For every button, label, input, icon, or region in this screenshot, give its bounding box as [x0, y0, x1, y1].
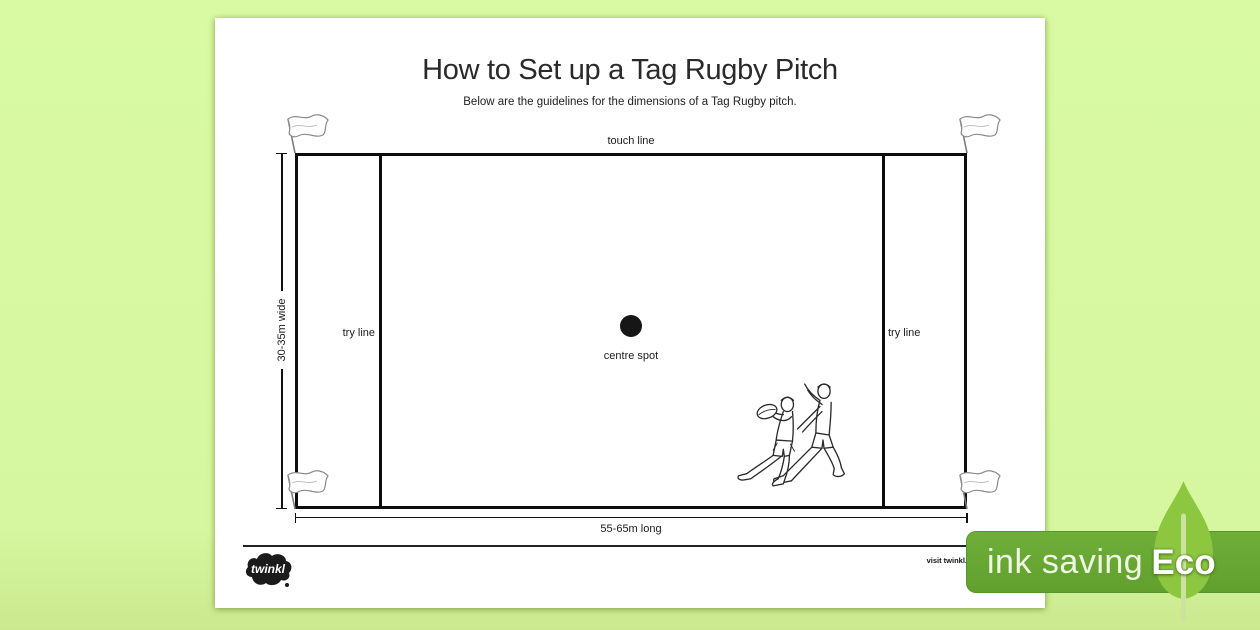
document-page: How to Set up a Tag Rugby Pitch Below ar… [215, 18, 1045, 608]
footer-divider [243, 545, 1015, 547]
width-dimension-line-top [281, 153, 283, 291]
visit-twinkl-text: visit twinkl. [926, 556, 967, 565]
width-dimension-cap-top [276, 152, 287, 154]
length-dimension-label: 55-65m long [600, 523, 662, 535]
rugby-player-ball-carrier [737, 396, 795, 487]
corner-flag-icon [959, 469, 1001, 510]
corner-flag-icon [959, 113, 1001, 154]
width-dimension-line-bottom [281, 369, 283, 509]
width-dimension-cap-bottom [276, 507, 287, 509]
eco-label: Eco [1151, 543, 1216, 582]
try-line-right-label: try line [888, 327, 921, 339]
corner-flag-icon [287, 113, 329, 154]
twinkl-logo-text: twinkl [251, 562, 286, 576]
corner-flag-icon [287, 469, 329, 510]
rugby-players-illustration [737, 383, 846, 487]
try-line-left-label: try line [342, 327, 375, 339]
length-dimension-cap-right [966, 512, 968, 523]
centre-spot-label: centre spot [603, 350, 659, 362]
try-line-right [882, 153, 885, 509]
rugby-player-tagger [773, 383, 846, 484]
try-line-left [379, 153, 382, 509]
page-title: How to Set up a Tag Rugby Pitch [422, 54, 838, 86]
eco-leaf-icon [1154, 481, 1213, 622]
twinkl-logo: twinkl [245, 553, 292, 587]
ink-saving-label: ink saving [987, 542, 1144, 581]
page-subtitle: Below are the guidelines for the dimensi… [463, 96, 797, 108]
length-dimension-cap-left [294, 512, 296, 523]
length-dimension-line [295, 516, 967, 518]
width-dimension-label: 30-35m wide [276, 298, 288, 362]
touch-line-label: touch line [607, 135, 655, 147]
centre-spot-marker [620, 315, 642, 337]
